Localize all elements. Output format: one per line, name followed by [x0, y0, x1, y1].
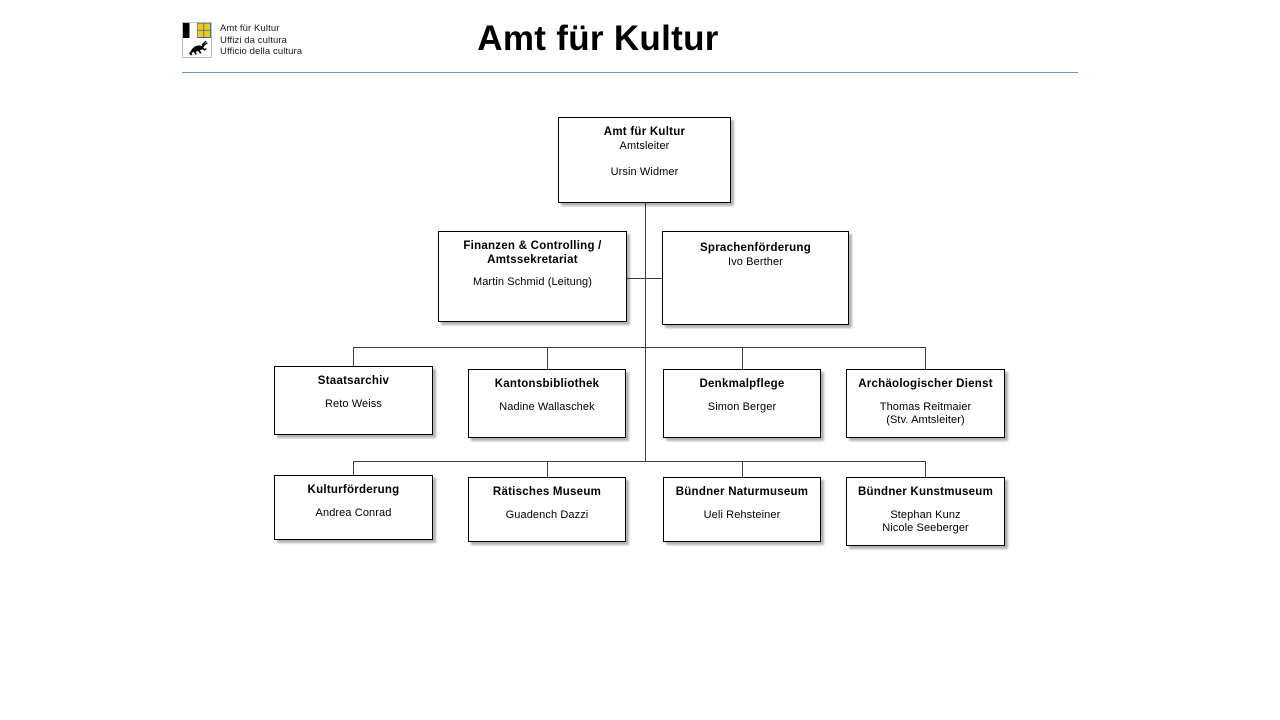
connector-drop-archaeologischer-dienst: [925, 347, 926, 369]
node-title: Denkmalpflege: [699, 378, 785, 390]
org-node-finanzen-controlling-amtssekretariat[interactable]: Finanzen & Controlling / Amtssekretariat…: [438, 231, 627, 322]
node-person: Ueli Rehsteiner: [703, 508, 781, 521]
connector-bus-row3: [353, 347, 926, 348]
connector-main-spine: [645, 203, 646, 462]
node-person: Thomas Reitmaier (Stv. Amtsleiter): [879, 400, 972, 427]
node-title: Kantonsbibliothek: [494, 378, 600, 390]
node-person: Guadench Dazzi: [505, 508, 589, 521]
node-title: Finanzen & Controlling / Amtssekretariat: [463, 240, 602, 266]
node-person: Martin Schmid (Leitung): [472, 276, 593, 288]
connector-staff-right: [645, 278, 663, 279]
node-title: Staatsarchiv: [317, 375, 390, 387]
logo-text-block: Amt für Kultur Uffizi da cultura Ufficio…: [220, 22, 302, 58]
connector-drop-kulturfoerderung: [353, 461, 354, 475]
logo-line-de: Amt für Kultur: [220, 23, 280, 34]
connector-drop-kantonsbibliothek: [547, 347, 548, 369]
node-person: Ivo Berther: [728, 255, 783, 268]
org-node-kantonsbibliothek[interactable]: Kantonsbibliothek Nadine Wallaschek: [468, 369, 626, 438]
org-node-denkmalpflege[interactable]: Denkmalpflege Simon Berger: [663, 369, 821, 438]
connector-drop-denkmalpflege: [742, 347, 743, 369]
node-title: Bündner Naturmuseum: [675, 486, 809, 498]
node-person: Reto Weiss: [324, 397, 383, 410]
node-person: Ursin Widmer: [610, 166, 679, 178]
org-node-buendner-kunstmuseum[interactable]: Bündner Kunstmuseum Stephan Kunz Nicole …: [846, 477, 1005, 546]
node-person: Simon Berger: [707, 400, 777, 413]
node-person: Stephan Kunz Nicole Seeberger: [882, 508, 969, 535]
node-title: Archäologischer Dienst: [858, 378, 993, 390]
header-divider: [182, 72, 1078, 73]
org-node-raetisches-museum[interactable]: Rätisches Museum Guadench Dazzi: [468, 477, 626, 542]
node-person: Andrea Conrad: [315, 506, 392, 519]
node-role: Amtsleiter: [619, 139, 670, 152]
node-title: Rätisches Museum: [492, 486, 602, 498]
org-node-sprachenfoerderung[interactable]: Sprachenförderung Ivo Berther: [662, 231, 849, 325]
org-node-kulturfoerderung[interactable]: Kulturförderung Andrea Conrad: [274, 475, 433, 540]
org-node-archaeologischer-dienst[interactable]: Archäologischer Dienst Thomas Reitmaier …: [846, 369, 1005, 438]
organisation-logo: Amt für Kultur Uffizi da cultura Ufficio…: [182, 22, 302, 58]
org-node-buendner-naturmuseum[interactable]: Bündner Naturmuseum Ueli Rehsteiner: [663, 477, 821, 542]
connector-drop-buendner-naturmuseum: [742, 461, 743, 477]
node-title: Sprachenförderung: [700, 242, 811, 254]
node-title: Kulturförderung: [307, 484, 400, 496]
logo-line-rm: Uffizi da cultura: [220, 34, 287, 46]
page-title: Amt für Kultur: [477, 19, 719, 58]
connector-drop-raetisches-museum: [547, 461, 548, 477]
org-node-staatsarchiv[interactable]: Staatsarchiv Reto Weiss: [274, 366, 433, 435]
connector-drop-staatsarchiv: [353, 347, 354, 366]
logo-line-it: Ufficio della cultura: [220, 46, 303, 57]
node-title: Bündner Kunstmuseum: [857, 486, 994, 498]
connector-bus-row4: [353, 461, 926, 462]
org-node-amt-fuer-kultur[interactable]: Amt für Kultur Amtsleiter Ursin Widmer: [558, 117, 731, 203]
graubuenden-coat-of-arms-icon: [182, 22, 212, 58]
node-title: Amt für Kultur: [603, 126, 686, 138]
page-header: Amt für Kultur Uffizi da cultura Ufficio…: [0, 0, 1280, 80]
connector-drop-buendner-kunstmuseum: [925, 461, 926, 477]
connector-staff-left: [627, 278, 646, 279]
node-person: Nadine Wallaschek: [499, 400, 595, 413]
